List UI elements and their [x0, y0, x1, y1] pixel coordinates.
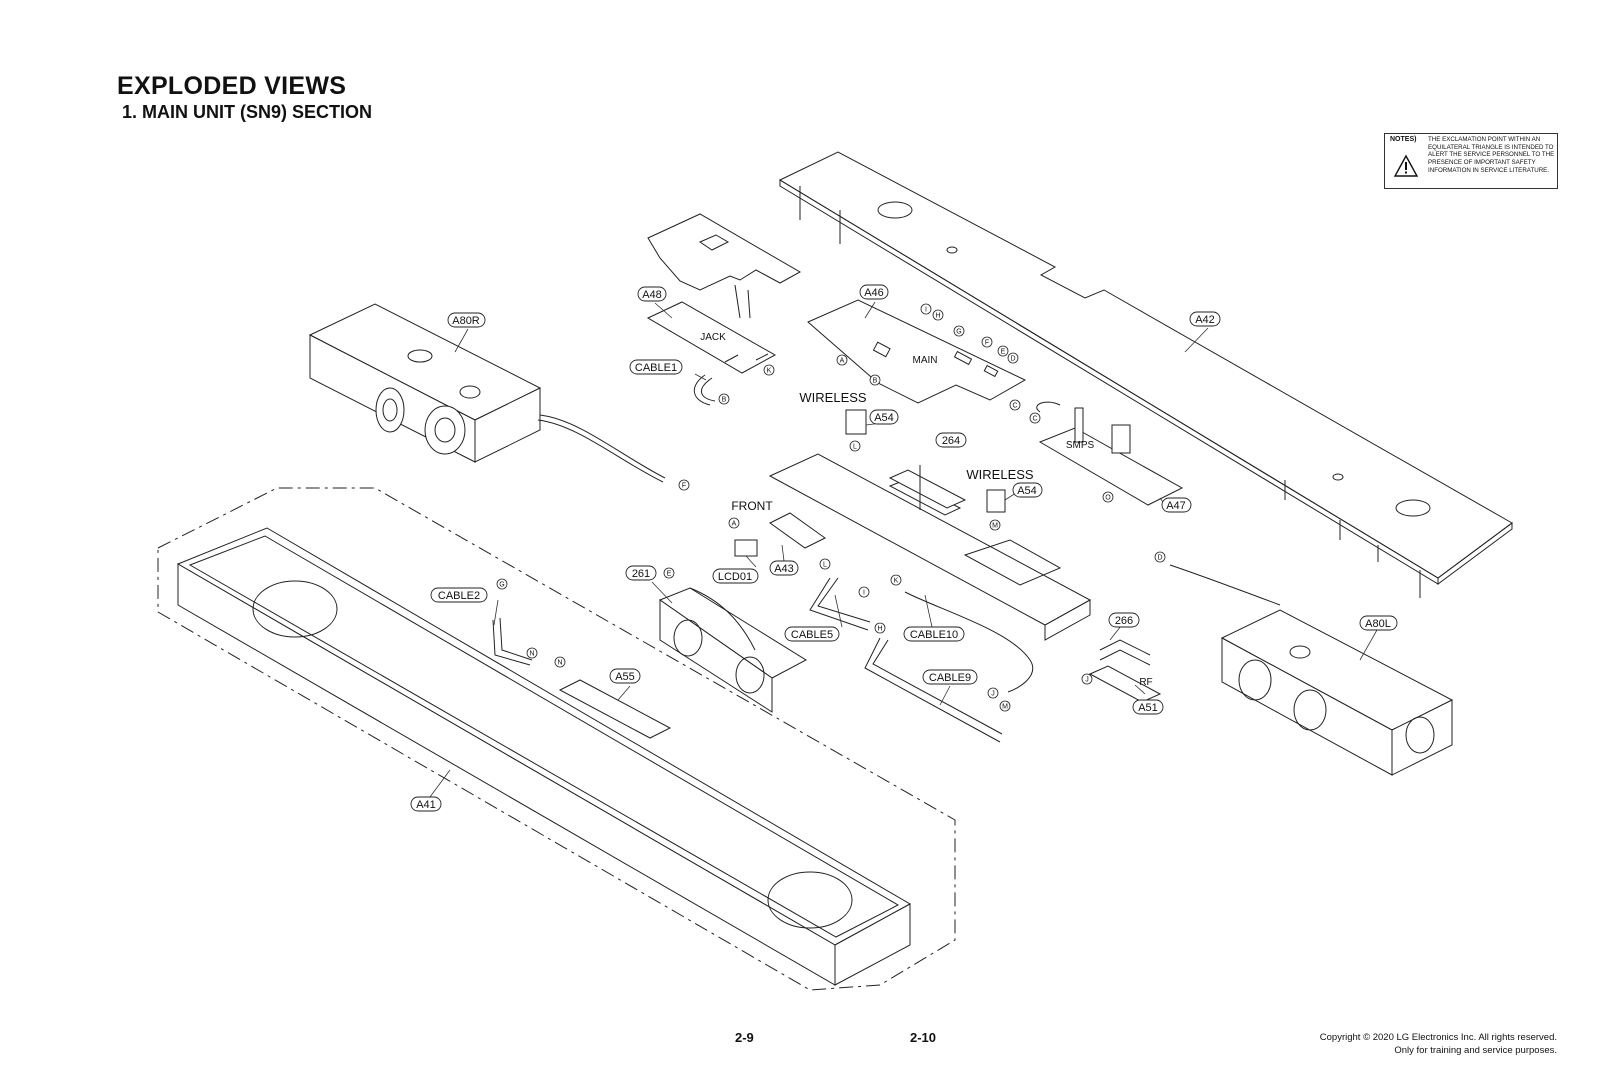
label-cable5: CABLE5: [791, 629, 833, 641]
section-title: 1. MAIN UNIT (SN9) SECTION: [122, 102, 373, 122]
conn-m-a54: M: [992, 523, 998, 530]
text-wireless-top: WIRELESS: [799, 390, 867, 405]
label-cable9: CABLE9: [929, 672, 971, 684]
a41-enclosure: [176, 527, 912, 986]
a51-rf-board: [1088, 665, 1162, 703]
leader-lines: [429, 301, 1378, 798]
conn-n-cable2: N: [529, 651, 534, 658]
text-front: FRONT: [731, 499, 773, 513]
cable10-shape: [904, 591, 1033, 693]
part-261-speaker: [658, 587, 808, 713]
notes-label: NOTES): [1390, 136, 1417, 143]
label-a48: A48: [642, 289, 662, 301]
a80r-speaker: [308, 303, 666, 483]
conn-n-a55: N: [557, 660, 562, 667]
conn-c-main: C: [1012, 403, 1017, 410]
conn-a-main: A: [840, 358, 845, 365]
part-266-bracket: [1099, 639, 1151, 666]
conn-k-cable10: K: [894, 578, 899, 585]
a48-jack-board: [646, 301, 777, 374]
conn-c-smps: C: [1032, 416, 1037, 423]
conn-b-cable1: B: [722, 397, 727, 404]
callout-labels: A80R A48 A46 A42 CABLE1 A54 264 A54 A47 …: [416, 287, 1391, 811]
label-a80r: A80R: [452, 315, 480, 327]
usage-line: Only for training and service purposes.: [1394, 1045, 1557, 1056]
cable2-shape: [492, 617, 533, 666]
label-cable2: CABLE2: [438, 590, 480, 602]
cable5-shape: [809, 577, 871, 631]
a80l-speaker: [1169, 564, 1454, 776]
copyright-notice: Copyright © 2020 LG Electronics Inc. All…: [1320, 1031, 1557, 1057]
connector-letters: I H G F E D A B C K B F L C O M A E L I …: [499, 307, 1162, 711]
conn-f-spk: F: [682, 483, 686, 490]
conn-l-cable5: L: [823, 562, 827, 569]
page-number-right: 2-10: [910, 1030, 937, 1045]
board-texts: JACK MAIN SMPS RF WIRELESS WIRELESS FRON…: [700, 332, 1152, 688]
text-smps: SMPS: [1066, 440, 1095, 451]
text-wireless-mid: WIRELESS: [966, 467, 1034, 482]
label-a47: A47: [1166, 500, 1186, 512]
cable9-shape: [864, 637, 1003, 743]
a55-board: [558, 679, 672, 739]
a47-smps-board: [1036, 401, 1184, 506]
conn-i-cable5: I: [863, 590, 865, 597]
conn-d-top: D: [1010, 356, 1015, 363]
a41-dashed-outline: [157, 487, 956, 991]
conn-h-top: H: [935, 313, 940, 320]
label-264: 264: [942, 435, 960, 447]
label-a46: A46: [864, 287, 884, 299]
conn-e-top: E: [1001, 349, 1006, 356]
conn-b-main: B: [873, 378, 878, 385]
text-main: MAIN: [913, 355, 938, 366]
page-number-left: 2-9: [735, 1030, 754, 1045]
label-a42: A42: [1195, 314, 1215, 326]
label-a41: A41: [416, 799, 436, 811]
label-cable10: CABLE10: [910, 629, 958, 641]
label-a55: A55: [615, 671, 635, 683]
label-a80l: A80L: [1365, 618, 1391, 630]
conn-i-top: I: [925, 307, 927, 314]
label-lcd01: LCD01: [718, 571, 752, 583]
a46-main-board: [807, 299, 1027, 404]
conn-h-cable9: H: [877, 626, 882, 633]
part-264-sheet: [888, 469, 967, 509]
top-bracket: [647, 213, 802, 319]
conn-a-front: A: [732, 521, 737, 528]
conn-j-cable10: J: [991, 691, 995, 698]
notes-text: THE EXCLAMATION POINT WITHIN AN EQUILATE…: [1428, 136, 1555, 174]
label-a43: A43: [774, 563, 794, 575]
conn-l-a54: L: [853, 444, 857, 451]
conn-o-smps: O: [1105, 495, 1111, 502]
conn-f-top: F: [985, 340, 989, 347]
conn-e-261: E: [667, 571, 672, 578]
label-266: 266: [1115, 615, 1133, 627]
label-cable1: CABLE1: [635, 362, 677, 374]
warning-triangle-icon: [1393, 154, 1419, 177]
callout-pills: [410, 284, 1398, 812]
conn-j-a51: J: [1085, 677, 1089, 684]
label-a51: A51: [1138, 702, 1158, 714]
a54-mid-module: [986, 489, 1006, 513]
conn-m-cable9: M: [1002, 704, 1008, 711]
safety-notes-box: NOTES) THE EXCLAMATION POINT WITHIN AN E…: [1384, 133, 1558, 189]
text-jack: JACK: [700, 332, 726, 343]
label-a54-top: A54: [874, 412, 894, 424]
conn-g-cable2: G: [499, 582, 504, 589]
a43-front-board: [769, 512, 826, 549]
lcd01-module: [734, 539, 758, 557]
page-title: EXPLODED VIEWS: [117, 72, 347, 100]
conn-g-top: G: [956, 329, 961, 336]
label-a54-mid: A54: [1017, 485, 1037, 497]
conn-k-jack: K: [767, 368, 772, 375]
text-rf: RF: [1139, 677, 1152, 688]
connector-circles: [496, 303, 1166, 712]
a54-top-module: [845, 409, 867, 435]
copyright-line: Copyright © 2020 LG Electronics Inc. All…: [1319, 1032, 1557, 1043]
conn-d-a80l: D: [1157, 555, 1162, 562]
label-261: 261: [632, 568, 650, 580]
a42-top-panel: [778, 151, 1513, 598]
